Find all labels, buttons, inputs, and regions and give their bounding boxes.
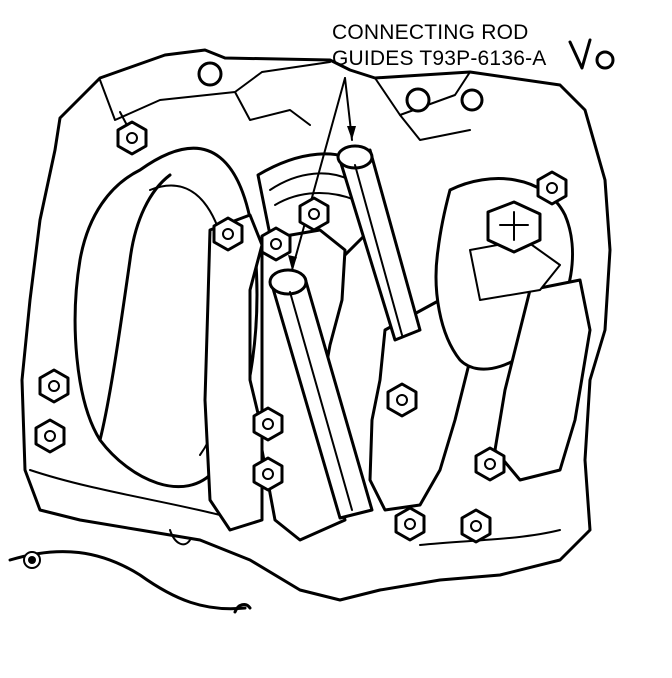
bolt-cap-left-low xyxy=(252,456,284,492)
connecting-rod-guide-upper xyxy=(336,144,422,342)
connecting-rod-guides-callout: CONNECTING ROD GUIDES T93P-6136-A xyxy=(332,20,546,72)
right-main-cap xyxy=(493,278,592,482)
pan-rail xyxy=(8,550,247,611)
bolt-cap-left-top xyxy=(212,216,244,252)
bolt-heads xyxy=(34,120,568,544)
counterweight-edge xyxy=(98,173,172,442)
callout-line-1: CONNECTING ROD xyxy=(332,21,529,44)
bolt-right-mid xyxy=(474,446,506,482)
bottom-hook xyxy=(233,603,252,614)
bolt-cap-left-mid xyxy=(252,406,284,442)
callout-line-2: GUIDES T93P-6136-A xyxy=(332,47,547,70)
bolt-bottom-center xyxy=(394,506,426,542)
bolt-rod-right xyxy=(386,382,418,418)
bolt-top-left xyxy=(116,120,148,156)
drain-plug-center xyxy=(28,556,36,564)
top-left-boss xyxy=(197,61,484,113)
lower-flange xyxy=(29,469,561,546)
bolt-left-mid xyxy=(38,368,70,404)
bolt-right-top xyxy=(536,170,568,206)
lower-boss xyxy=(169,529,191,546)
journal-lines xyxy=(269,172,356,206)
bolt-rod-upper-2 xyxy=(260,226,292,262)
bolt-large-right xyxy=(486,200,542,254)
bolt-left-lower xyxy=(34,418,66,454)
bolt-right-low xyxy=(460,508,492,544)
bolt-rod-upper xyxy=(298,196,330,232)
callout-leader-left xyxy=(291,77,346,271)
engine-block-outline xyxy=(20,48,612,602)
connecting-rod-guide-lower xyxy=(268,268,374,520)
v6-symbol xyxy=(568,38,615,70)
